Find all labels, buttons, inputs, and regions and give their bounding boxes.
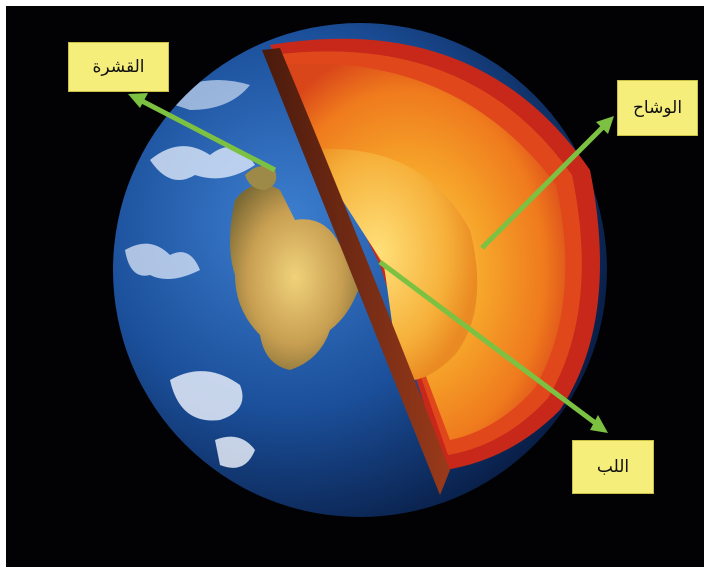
crust-label: القشرة [68, 42, 169, 92]
core-label: اللب [572, 440, 654, 494]
crust-arrow [138, 97, 277, 173]
crust-cut-face [262, 48, 450, 495]
mantle-arrowhead [596, 116, 614, 134]
surface-details [125, 80, 360, 468]
pointer-arrows [128, 93, 614, 433]
core-arrowhead [590, 415, 608, 433]
mantle-arrow [480, 123, 607, 250]
core-arrow [378, 259, 600, 428]
core-region [310, 149, 478, 381]
crust-arrowhead [128, 93, 148, 108]
mantle-label: الوشاح [617, 80, 698, 136]
